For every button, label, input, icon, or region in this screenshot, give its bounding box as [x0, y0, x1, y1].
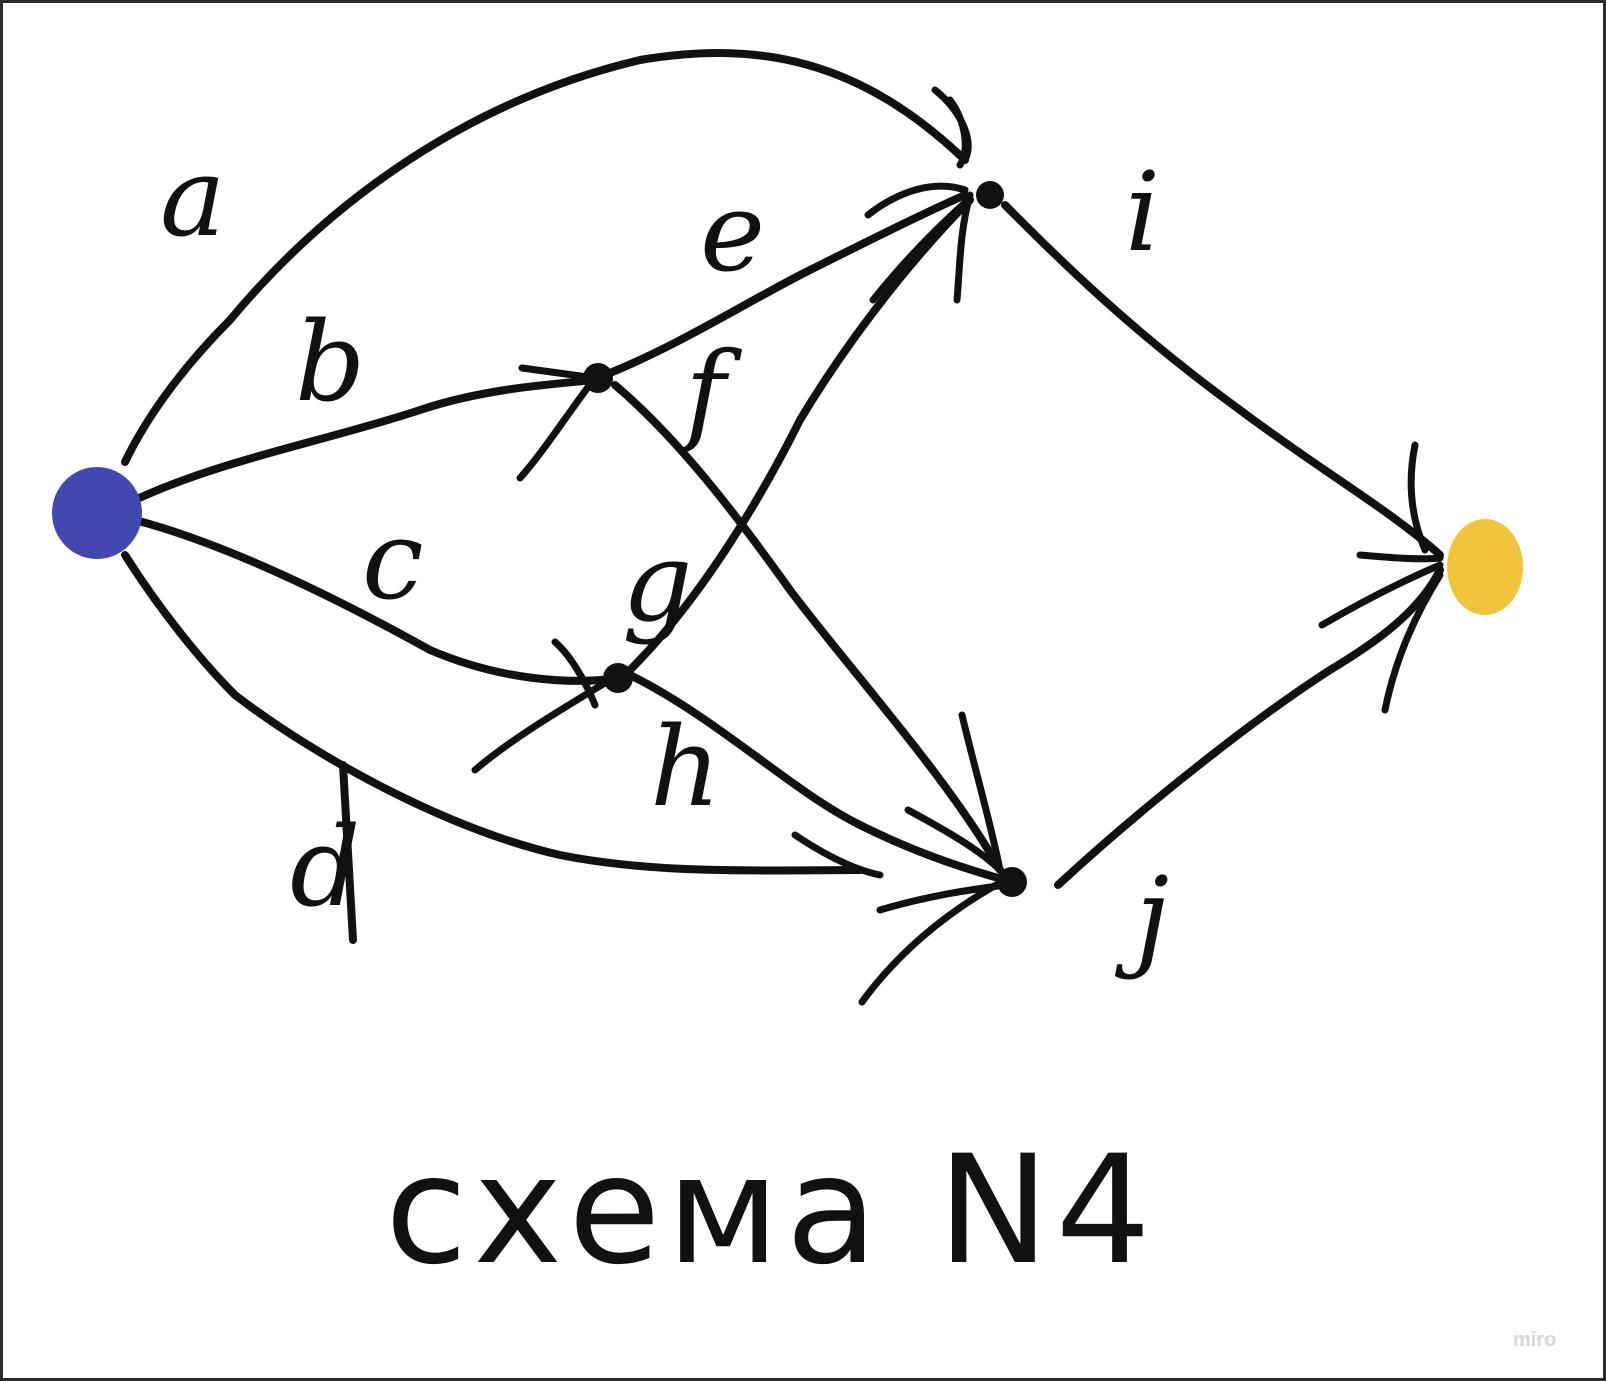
- edge-h: [626, 671, 1009, 884]
- edge-a: [121, 49, 969, 466]
- node-3: [997, 867, 1027, 897]
- node-2: [583, 363, 613, 393]
- edge-label-b: b: [295, 298, 365, 426]
- edge-label-i: i: [1125, 148, 1160, 276]
- edge-label-f: f: [678, 328, 742, 456]
- edge-label-e: e: [700, 168, 765, 296]
- diagram-title: схема N4: [385, 1124, 1157, 1298]
- edge-c: [131, 516, 624, 685]
- arrowhead-node1-in-e: [864, 182, 974, 304]
- edge-label-j: j: [1114, 853, 1169, 981]
- edge-d: [121, 551, 864, 875]
- arrowhead-node1-in-g: [869, 196, 972, 304]
- edge-f: [611, 381, 1004, 874]
- arrowhead-sink-in-i: [1356, 441, 1444, 563]
- edge-i: [1001, 201, 1444, 559]
- edge-label-a: a: [160, 133, 226, 261]
- arrowhead-node3-in-f: [904, 711, 1004, 874]
- arrowhead-sink-in-j: [1318, 561, 1444, 714]
- source-node: [52, 467, 142, 559]
- node-1: [976, 181, 1004, 209]
- arrowhead-node3-in-d: [791, 831, 1009, 1006]
- arrowhead-node2-in: [516, 364, 599, 482]
- edge-j: [1054, 566, 1444, 889]
- edge-label-c: c: [362, 496, 424, 624]
- node-4: [603, 663, 633, 693]
- edge-g: [626, 196, 974, 674]
- edge-label-h: h: [650, 703, 721, 831]
- sink-node: [1447, 519, 1523, 615]
- edge-label-g: g: [622, 518, 692, 646]
- edge-b: [131, 376, 599, 504]
- edge-e: [601, 191, 969, 379]
- miro-watermark: miro: [1513, 1329, 1556, 1351]
- edge-d-tick: [339, 761, 357, 944]
- arrowhead-node1-in-a: [931, 86, 972, 169]
- edge-label-d: d: [290, 803, 360, 931]
- arrowhead-node4-in: [471, 638, 614, 774]
